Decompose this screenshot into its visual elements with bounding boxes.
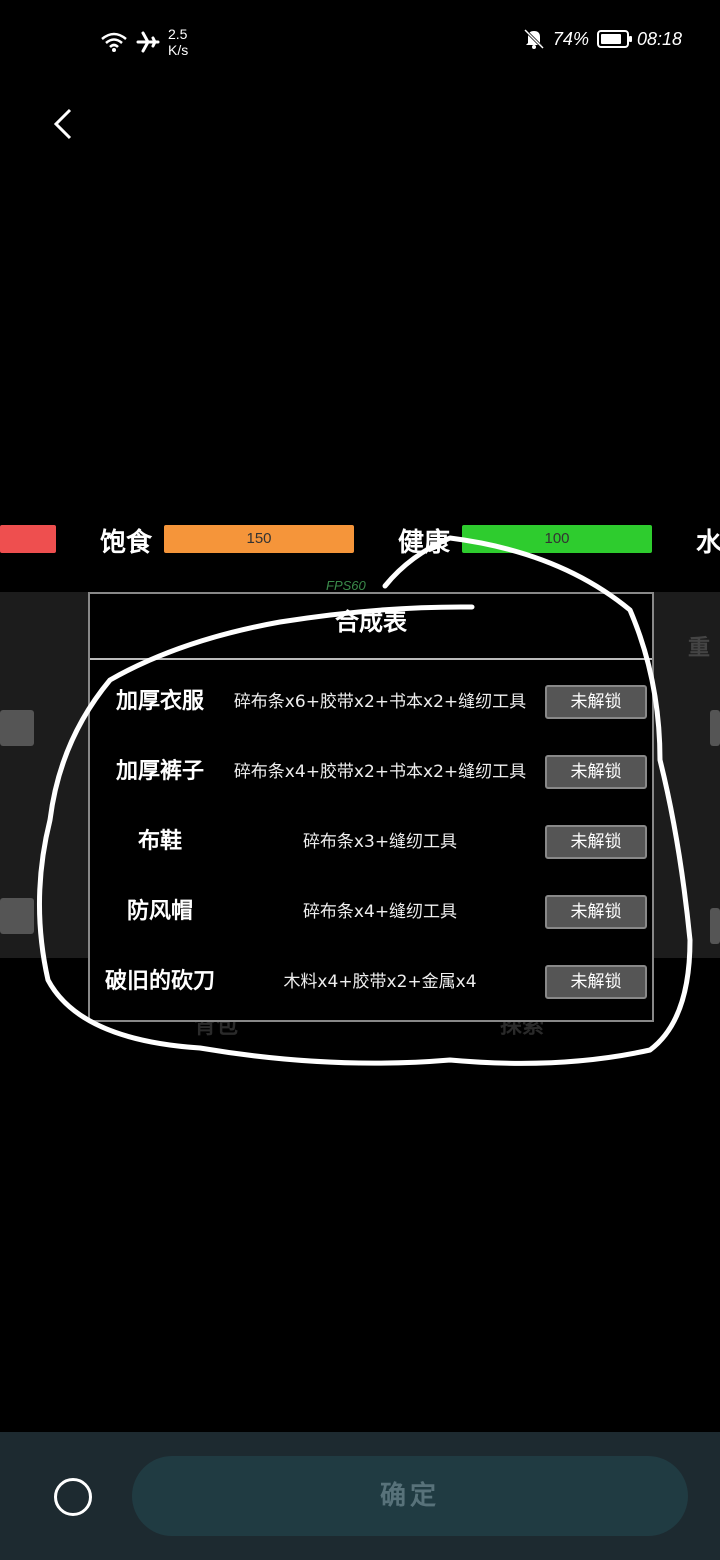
clock: 08:18 <box>636 28 682 49</box>
right-panel-button-2[interactable] <box>710 908 720 944</box>
speed-value: 2.5 <box>168 26 188 42</box>
unlock-button[interactable]: 未解锁 <box>545 685 647 719</box>
circle-icon[interactable] <box>54 1478 92 1516</box>
back-button[interactable] <box>44 104 84 144</box>
recipe-materials: 碎布条x4+缝纫工具 <box>302 902 458 922</box>
wifi-icon <box>101 32 127 52</box>
recipe-row: 加厚衣服 碎布条x6+胶带x2+书本x2+缝纫工具 未解锁 <box>90 682 656 722</box>
network-speed: 2.5 K/s <box>168 26 188 58</box>
fps-counter: FPS60 <box>326 578 366 593</box>
left-background-panel <box>0 592 88 958</box>
recipe-name: 加厚裤子 <box>115 759 204 784</box>
speed-unit: K/s <box>168 42 189 58</box>
health-label: 健康 <box>398 528 451 558</box>
recipe-name: 加厚衣服 <box>115 689 204 714</box>
unlock-button[interactable]: 未解锁 <box>545 755 647 789</box>
weight-label: 重 <box>688 636 711 661</box>
status-left: 2.5 K/s <box>100 26 188 58</box>
divider <box>90 658 652 660</box>
satiety-label: 饱食 <box>100 528 153 558</box>
dialog-title: 合成表 <box>335 608 407 636</box>
right-panel-button-1[interactable] <box>710 710 720 746</box>
recipe-materials: 碎布条x4+胶带x2+书本x2+缝纫工具 <box>233 762 527 782</box>
unlock-button[interactable]: 未解锁 <box>545 965 647 999</box>
bell-muted-icon <box>523 28 544 50</box>
stats-row: 饱食 150 健康 100 水 <box>0 520 720 560</box>
bottom-bar: 确定 <box>0 1432 720 1560</box>
confirm-button[interactable]: 确定 <box>132 1456 688 1536</box>
health-bar: 100 <box>462 525 652 553</box>
crafting-dialog: FPS60 合成表 加厚衣服 碎布条x6+胶带x2+书本x2+缝纫工具 未解锁 … <box>88 578 656 1022</box>
battery-percent: 74% <box>552 28 589 49</box>
recipe-name: 防风帽 <box>126 899 193 924</box>
satiety-bar: 150 <box>164 525 354 553</box>
right-background-panel: 重 <box>654 592 720 958</box>
red-stat-bar <box>0 525 56 553</box>
recipe-name: 布鞋 <box>137 829 182 854</box>
unlock-button[interactable]: 未解锁 <box>545 895 647 929</box>
recipe-row: 破旧的砍刀 木料x4+胶带x2+金属x4 未解锁 <box>90 962 656 1002</box>
recipe-name: 破旧的砍刀 <box>104 969 215 994</box>
recipe-materials: 碎布条x6+胶带x2+书本x2+缝纫工具 <box>233 692 527 712</box>
recipe-materials: 木料x4+胶带x2+金属x4 <box>283 972 477 992</box>
water-label: 水 <box>696 528 720 558</box>
left-panel-button-2[interactable] <box>0 898 34 934</box>
unlock-button[interactable]: 未解锁 <box>545 825 647 859</box>
left-panel-button-1[interactable] <box>0 710 34 746</box>
recipe-row: 防风帽 碎布条x4+缝纫工具 未解锁 <box>90 892 656 932</box>
recipe-row: 加厚裤子 碎布条x4+胶带x2+书本x2+缝纫工具 未解锁 <box>90 752 656 792</box>
battery-icon <box>596 30 632 48</box>
status-bar: 2.5 K/s 74% 08:18 <box>0 0 720 84</box>
recipe-materials: 碎布条x3+缝纫工具 <box>302 832 458 852</box>
airplane-icon <box>136 31 160 53</box>
status-right: 74% 08:18 <box>523 28 682 50</box>
chevron-left-icon <box>53 108 72 140</box>
recipe-row: 布鞋 碎布条x3+缝纫工具 未解锁 <box>90 822 656 862</box>
